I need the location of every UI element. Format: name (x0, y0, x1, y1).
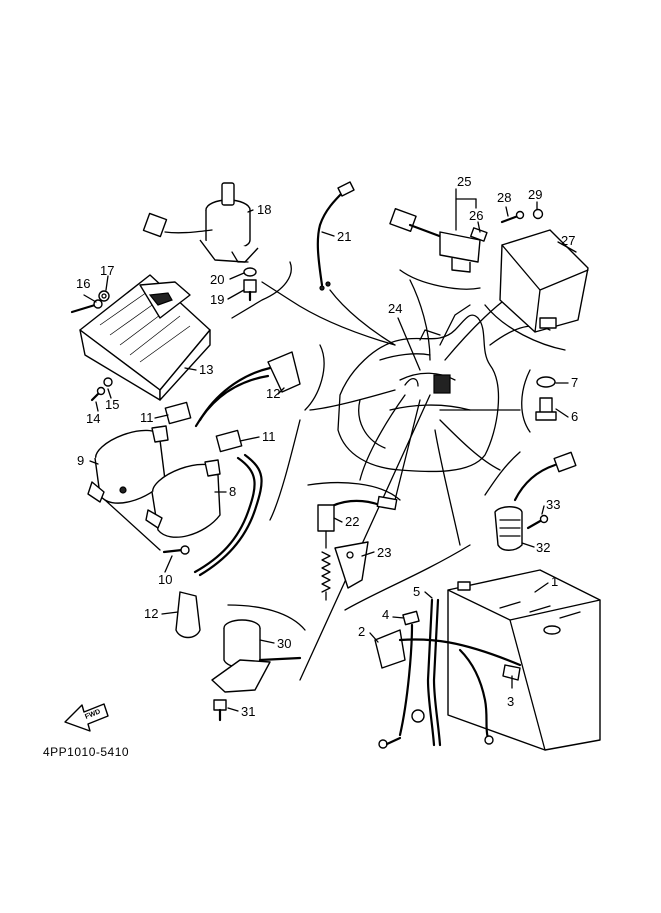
high-tension-lead-upper (194, 351, 301, 428)
callout-27: 27 (561, 233, 575, 248)
callout-1: 1 (551, 574, 558, 589)
diagram-code: 4PP1010-5410 (43, 745, 129, 759)
callout-13: 13 (199, 362, 213, 377)
relay-part-24 (404, 374, 451, 394)
callout-4: 4 (382, 607, 389, 622)
group-brackets (227, 261, 566, 631)
callout-23: 23 (377, 545, 391, 560)
callout-22: 22 (345, 514, 359, 529)
screw-part-28 (500, 210, 525, 224)
callout-26: 26 (469, 208, 483, 223)
callout-29: 29 (528, 187, 542, 202)
screw-part-33 (526, 514, 549, 530)
breather-pipe-part-5 (411, 598, 442, 747)
sensor-part-32 (494, 451, 577, 551)
control-unit-part-27 (499, 229, 589, 333)
washer-part-15 (103, 377, 113, 387)
callout-7: 7 (571, 375, 578, 390)
callout-11a: 11 (140, 410, 154, 425)
callout-12b: 12 (144, 606, 158, 621)
switch-part-22 (317, 495, 398, 601)
callout-9: 9 (77, 453, 84, 468)
gasket-part-7 (536, 376, 556, 388)
callout-numbers: 1 2 3 4 5 6 7 8 9 10 11 11 12 12 13 14 1… (76, 174, 578, 719)
callout-16: 16 (76, 276, 90, 291)
callout-11b: 11 (262, 429, 276, 444)
plug-cap-part-11a (164, 401, 192, 425)
leader-lines (261, 279, 551, 681)
callout-14: 14 (86, 411, 100, 426)
screw-part-19 (243, 279, 257, 302)
callout-8: 8 (229, 484, 236, 499)
callout-15: 15 (105, 397, 119, 412)
callout-12a: 12 (266, 386, 280, 401)
callout-28: 28 (497, 190, 511, 205)
sensor-lead-part-21 (316, 181, 355, 291)
nut-part-29 (532, 208, 544, 220)
plug-cap-part-11b (215, 429, 243, 453)
callout-25: 25 (457, 174, 471, 189)
fuse-part-26 (470, 227, 488, 242)
switch-part-6 (535, 397, 557, 421)
callout-31: 31 (241, 704, 255, 719)
callout-32: 32 (536, 540, 550, 555)
screw-part-16 (70, 299, 103, 314)
ignition-coil-part-8 (145, 459, 221, 538)
callout-19: 19 (210, 292, 224, 307)
battery-part-1 (447, 569, 601, 751)
terminal-part-4 (378, 610, 420, 749)
lead-wire-part-3 (458, 648, 521, 745)
callout-10: 10 (158, 572, 172, 587)
main-switch-part-18 (142, 182, 259, 263)
callout-3: 3 (507, 694, 514, 709)
high-tension-lead-lower (175, 453, 263, 639)
relay-part-25 (389, 208, 481, 273)
washer-part-20 (243, 267, 257, 277)
frame-outline (337, 304, 500, 473)
callout-17: 17 (100, 263, 114, 278)
callout-leaders (83, 188, 577, 712)
callout-33: 33 (546, 497, 560, 512)
callout-2: 2 (358, 624, 365, 639)
cdi-unit-part-13 (79, 274, 211, 401)
nut-part-17 (98, 290, 110, 302)
callout-6: 6 (571, 409, 578, 424)
callout-30: 30 (277, 636, 291, 651)
callout-5: 5 (413, 584, 420, 599)
screw-part-31 (213, 699, 227, 722)
callout-18: 18 (257, 202, 271, 217)
neutral-switch-part-30 (211, 619, 302, 693)
callout-20: 20 (210, 272, 224, 287)
callout-24: 24 (388, 301, 402, 316)
forward-arrow-icon: FWD (64, 703, 109, 732)
bracket-part-23 (334, 541, 369, 589)
callout-21: 21 (337, 229, 351, 244)
screw-part-14 (90, 386, 106, 402)
battery-cable-part-2 (374, 629, 522, 669)
ignition-coil-part-9 (87, 425, 169, 504)
screw-part-10 (104, 499, 190, 555)
